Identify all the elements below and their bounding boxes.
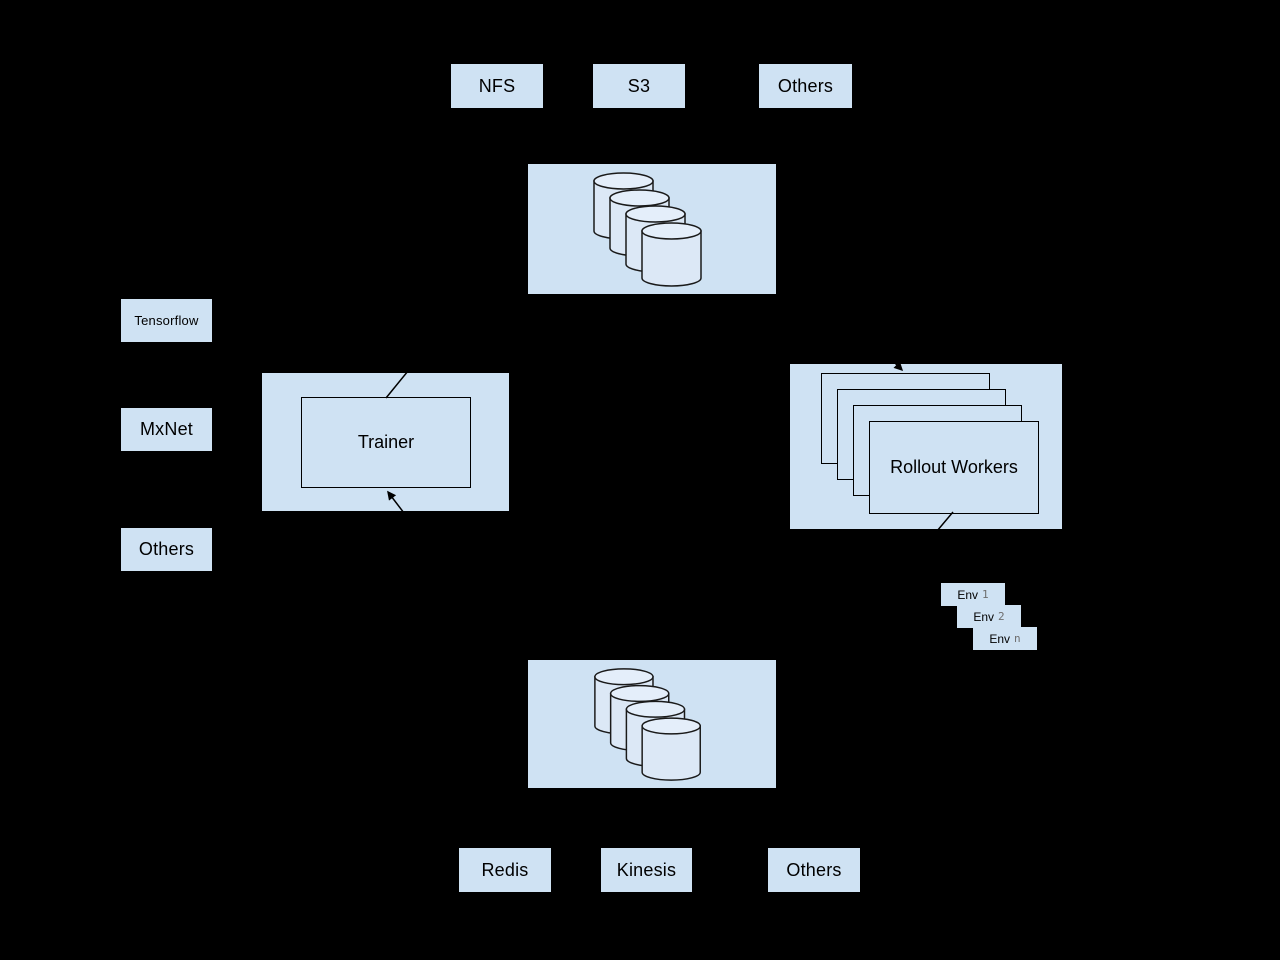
node-storage-others: Others [759,64,852,108]
data-store-container [528,660,776,788]
node-kinesis: Kinesis [601,848,692,892]
trainer-container: Trainer [262,373,509,511]
database-cluster-icon [594,668,701,781]
env-label: Env [957,587,979,602]
node-framework-others: Others [121,528,212,571]
model-store-container [528,164,776,294]
node-mxnet: MxNet [121,408,212,451]
database-cluster-icon [593,172,702,287]
env-index: 1 [982,588,989,601]
node-env-1: Env 1 [941,583,1005,606]
rollout-workers-box: Rollout Workers [869,421,1039,514]
node-env-n: Env n [973,627,1037,650]
trainer-box: Trainer [301,397,471,488]
node-redis: Redis [459,848,551,892]
rollout-workers-container: Rollout Workers [790,364,1062,529]
node-nfs: NFS [451,64,543,108]
env-index: 2 [998,610,1005,623]
env-index: n [1014,632,1021,645]
node-env-2: Env 2 [957,605,1021,628]
node-transport-others: Others [768,848,860,892]
node-tensorflow: Tensorflow [121,299,212,342]
env-label: Env [973,609,995,624]
env-label: Env [989,631,1011,646]
node-s3: S3 [593,64,685,108]
